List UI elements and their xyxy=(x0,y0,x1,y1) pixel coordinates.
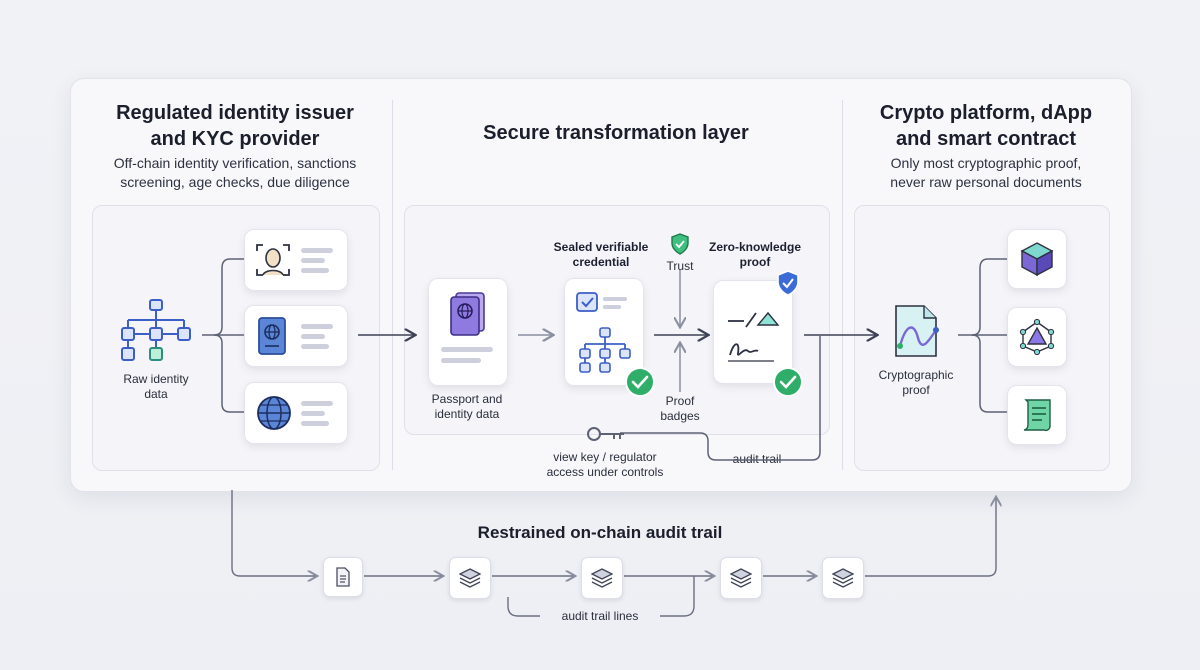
bottom-title: Restrained on-chain audit trail xyxy=(477,523,723,542)
right-subtitle: Only most cryptographic proof, never raw… xyxy=(890,155,1082,190)
divider-left xyxy=(392,100,393,470)
passport-stack-icon xyxy=(450,292,485,336)
trust-shield-icon xyxy=(671,233,689,255)
network-node-card xyxy=(1007,307,1067,367)
layers-icon xyxy=(459,568,481,588)
audit-layer-node-2 xyxy=(581,557,623,599)
sealed-credential-card xyxy=(564,278,644,386)
cube-card xyxy=(1007,229,1067,289)
divider-right xyxy=(842,100,843,470)
globe-icon xyxy=(257,396,291,430)
credential-check-icon xyxy=(625,367,655,397)
audit-layer-node-4 xyxy=(822,557,864,599)
right-title: Crypto platform, dApp and smart contract xyxy=(879,102,1093,150)
trust-label: Trust xyxy=(666,259,694,273)
face-id-icon xyxy=(256,244,290,276)
contract-scroll-icon xyxy=(1023,399,1051,432)
globe-card xyxy=(244,382,348,444)
raw-identity-label: Raw identity data xyxy=(123,372,189,401)
cryptographic-proof-icon xyxy=(895,305,939,357)
scroll-card xyxy=(1007,385,1067,445)
left-subtitle: Off-chain identity verification, sanctio… xyxy=(113,155,357,190)
credential-tree-icon xyxy=(576,292,631,373)
cube-icon xyxy=(1020,242,1054,277)
passport-document-card xyxy=(428,278,508,386)
network-node-icon xyxy=(1019,318,1055,356)
layers-icon xyxy=(591,568,613,588)
middle-title: Secure transformation layer xyxy=(483,122,749,144)
passport-card xyxy=(244,305,348,367)
passport-identity-label: Passport and identity data xyxy=(431,392,503,421)
view-key-label: view key / regulator access under contro… xyxy=(546,450,664,479)
network-icon xyxy=(121,299,191,361)
zk-proof-icon xyxy=(728,311,780,362)
face-card xyxy=(244,229,348,291)
proof-badges-label: Proof badges xyxy=(660,394,700,423)
audit-trail-label: audit trail xyxy=(732,452,782,466)
audit-document-node xyxy=(323,557,363,597)
zk-check-icon xyxy=(773,367,803,397)
layers-icon xyxy=(832,568,854,588)
zk-proof-label: Zero-knowledge proof xyxy=(708,240,801,269)
view-key-icon xyxy=(587,427,624,441)
left-title: Regulated identity issuer and KYC provid… xyxy=(116,102,354,150)
cryptographic-proof-label: Cryptographic proof xyxy=(878,368,954,397)
passport-icon xyxy=(258,317,286,355)
layers-icon xyxy=(730,568,752,588)
audit-layer-node-3 xyxy=(720,557,762,599)
audit-trail-lines-label: audit trail lines xyxy=(561,609,639,623)
zk-shield-icon xyxy=(777,270,799,296)
document-icon xyxy=(336,567,350,587)
sealed-credential-label: Sealed verifiable credential xyxy=(553,240,649,269)
audit-layer-node-1 xyxy=(449,557,491,599)
